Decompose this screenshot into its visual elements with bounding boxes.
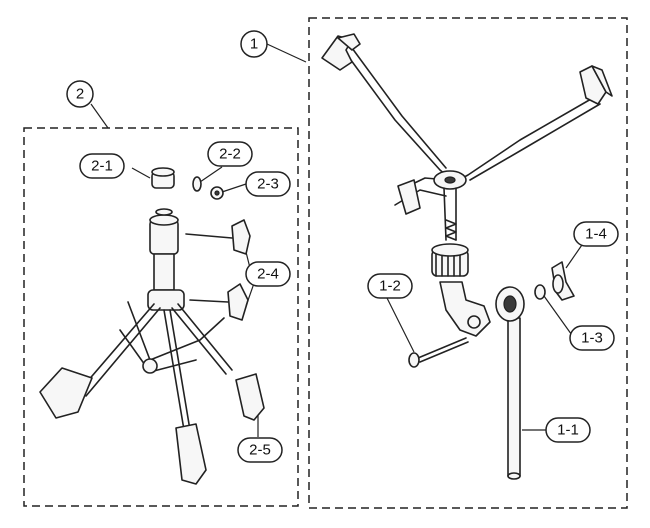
callout-1-4-text: 1-4 — [585, 226, 607, 243]
tripod-base-drawing — [39, 167, 265, 485]
callout-2-4-text: 2-4 — [257, 266, 279, 283]
callout-2-2-text: 2-2 — [219, 146, 241, 163]
callout-1-4: 1-4 — [573, 221, 619, 247]
group-1-number: 1 — [250, 36, 258, 53]
group-1-label: 1 — [240, 30, 268, 58]
group-2-boundary — [23, 127, 299, 507]
callout-2-2: 2-2 — [207, 141, 253, 167]
callout-2-1: 2-1 — [79, 153, 125, 179]
callout-1-1: 1-1 — [545, 417, 591, 443]
callout-2-5-text: 2-5 — [249, 442, 271, 459]
callout-2-5: 2-5 — [237, 437, 283, 463]
callout-1-3-text: 1-3 — [581, 330, 603, 347]
group-2-number: 2 — [76, 86, 84, 103]
callout-1-1-text: 1-1 — [557, 422, 579, 439]
callout-2-4: 2-4 — [245, 261, 291, 287]
group-1-boundary — [308, 17, 628, 509]
callout-1-2: 1-2 — [367, 273, 413, 299]
group-2-label: 2 — [66, 80, 94, 108]
callout-1-3: 1-3 — [569, 325, 615, 351]
callout-1-2-text: 1-2 — [379, 278, 401, 295]
basket-assembly-drawing — [321, 33, 613, 480]
callout-2-3-text: 2-3 — [257, 176, 279, 193]
callout-2-1-text: 2-1 — [91, 158, 113, 175]
callout-2-3: 2-3 — [245, 171, 291, 197]
